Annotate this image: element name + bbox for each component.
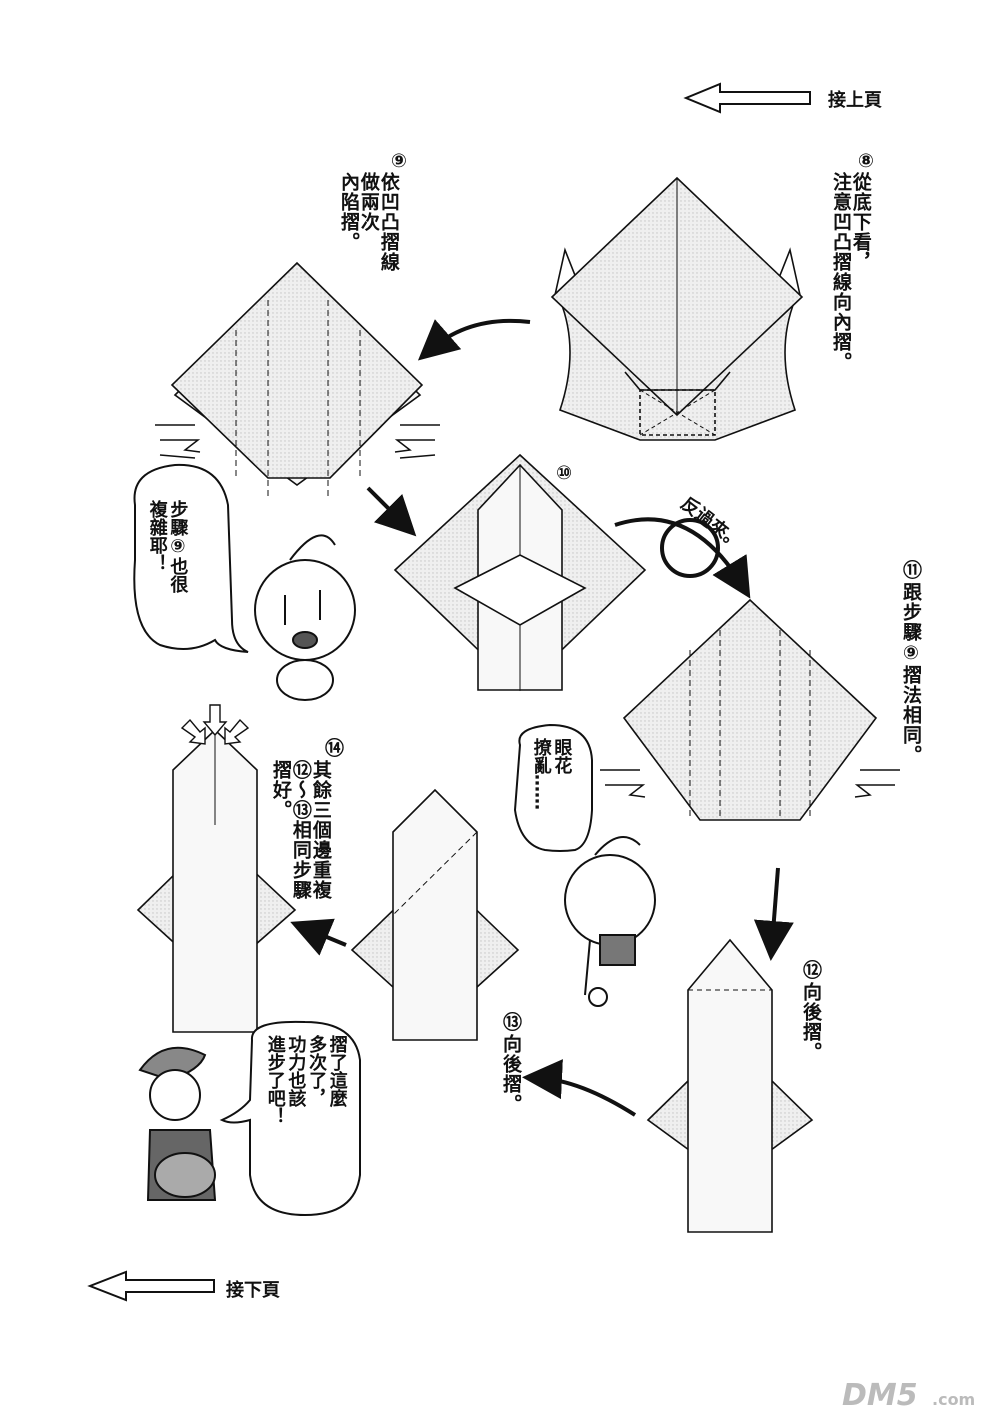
- step11-to-12-arrow: [753, 867, 794, 961]
- step14-press-arrows: [180, 704, 250, 745]
- step10-number: ⑩: [556, 462, 574, 484]
- step14-figure: [136, 728, 297, 1033]
- step9-push-marks: [155, 424, 440, 459]
- step11-number: ⑪: [899, 560, 922, 580]
- watermark-logo: DM5: [842, 1378, 918, 1413]
- watermark-suffix: .com: [932, 1390, 976, 1409]
- step13-text: 向後摺。: [499, 1034, 522, 1114]
- bubble3-text: 摺了這麼 多次了， 功力也該 進步了吧！: [264, 1035, 348, 1125]
- step11-text: 跟步驟⑨摺法相同。: [899, 582, 922, 765]
- step14-text: 其餘三個邊重複 ⑫～⑬相同步驟 摺好。: [269, 760, 332, 900]
- step8-to-9-arrow: [417, 318, 531, 361]
- speech-bubble-2: [513, 723, 593, 852]
- character-girl-1: [254, 534, 356, 701]
- character-witch: [138, 1046, 217, 1201]
- step12-number: ⑫: [799, 960, 822, 980]
- step11-figure: [622, 598, 878, 821]
- next-page-arrow: [87, 1270, 215, 1302]
- prev-page-label: 接上頁: [828, 90, 882, 111]
- flip-icon: [660, 518, 720, 578]
- step13-number: ⑬: [499, 1012, 522, 1032]
- step8-text: 從底下看， 注意凹凸摺線向內摺。: [829, 172, 872, 372]
- step8-figure: [550, 176, 804, 441]
- step13-figure: [350, 788, 520, 1041]
- speech-bubble-1: [133, 463, 249, 653]
- step9-figure: [170, 261, 424, 500]
- bubble1-text: 步驟⑨也很 複雜耶！: [146, 500, 189, 593]
- step10-figure: [393, 453, 647, 692]
- character-girl-2: [564, 836, 656, 1007]
- step13-to-14-arrow: [290, 918, 347, 956]
- step14-number: ⑭: [321, 738, 344, 758]
- step9-to-10-arrow: [366, 486, 417, 537]
- step9-number: ⑨: [387, 150, 410, 173]
- prev-page-arrow: [683, 82, 811, 114]
- bubble2-text: 眼花 撩亂……: [530, 738, 573, 810]
- step9-text: 依凹凸摺線 做兩次 內陷摺。: [337, 172, 400, 272]
- step8-number: ⑧: [854, 150, 877, 173]
- flip-arrow: [614, 517, 751, 599]
- next-page-label: 接下頁: [226, 1280, 280, 1301]
- step11-push-marks: [600, 769, 900, 798]
- step12-figure: [646, 938, 814, 1233]
- speech-bubble-3: [219, 1020, 361, 1217]
- step12-text: 向後摺。: [799, 982, 822, 1062]
- step12-to-13-arrow: [522, 1059, 637, 1117]
